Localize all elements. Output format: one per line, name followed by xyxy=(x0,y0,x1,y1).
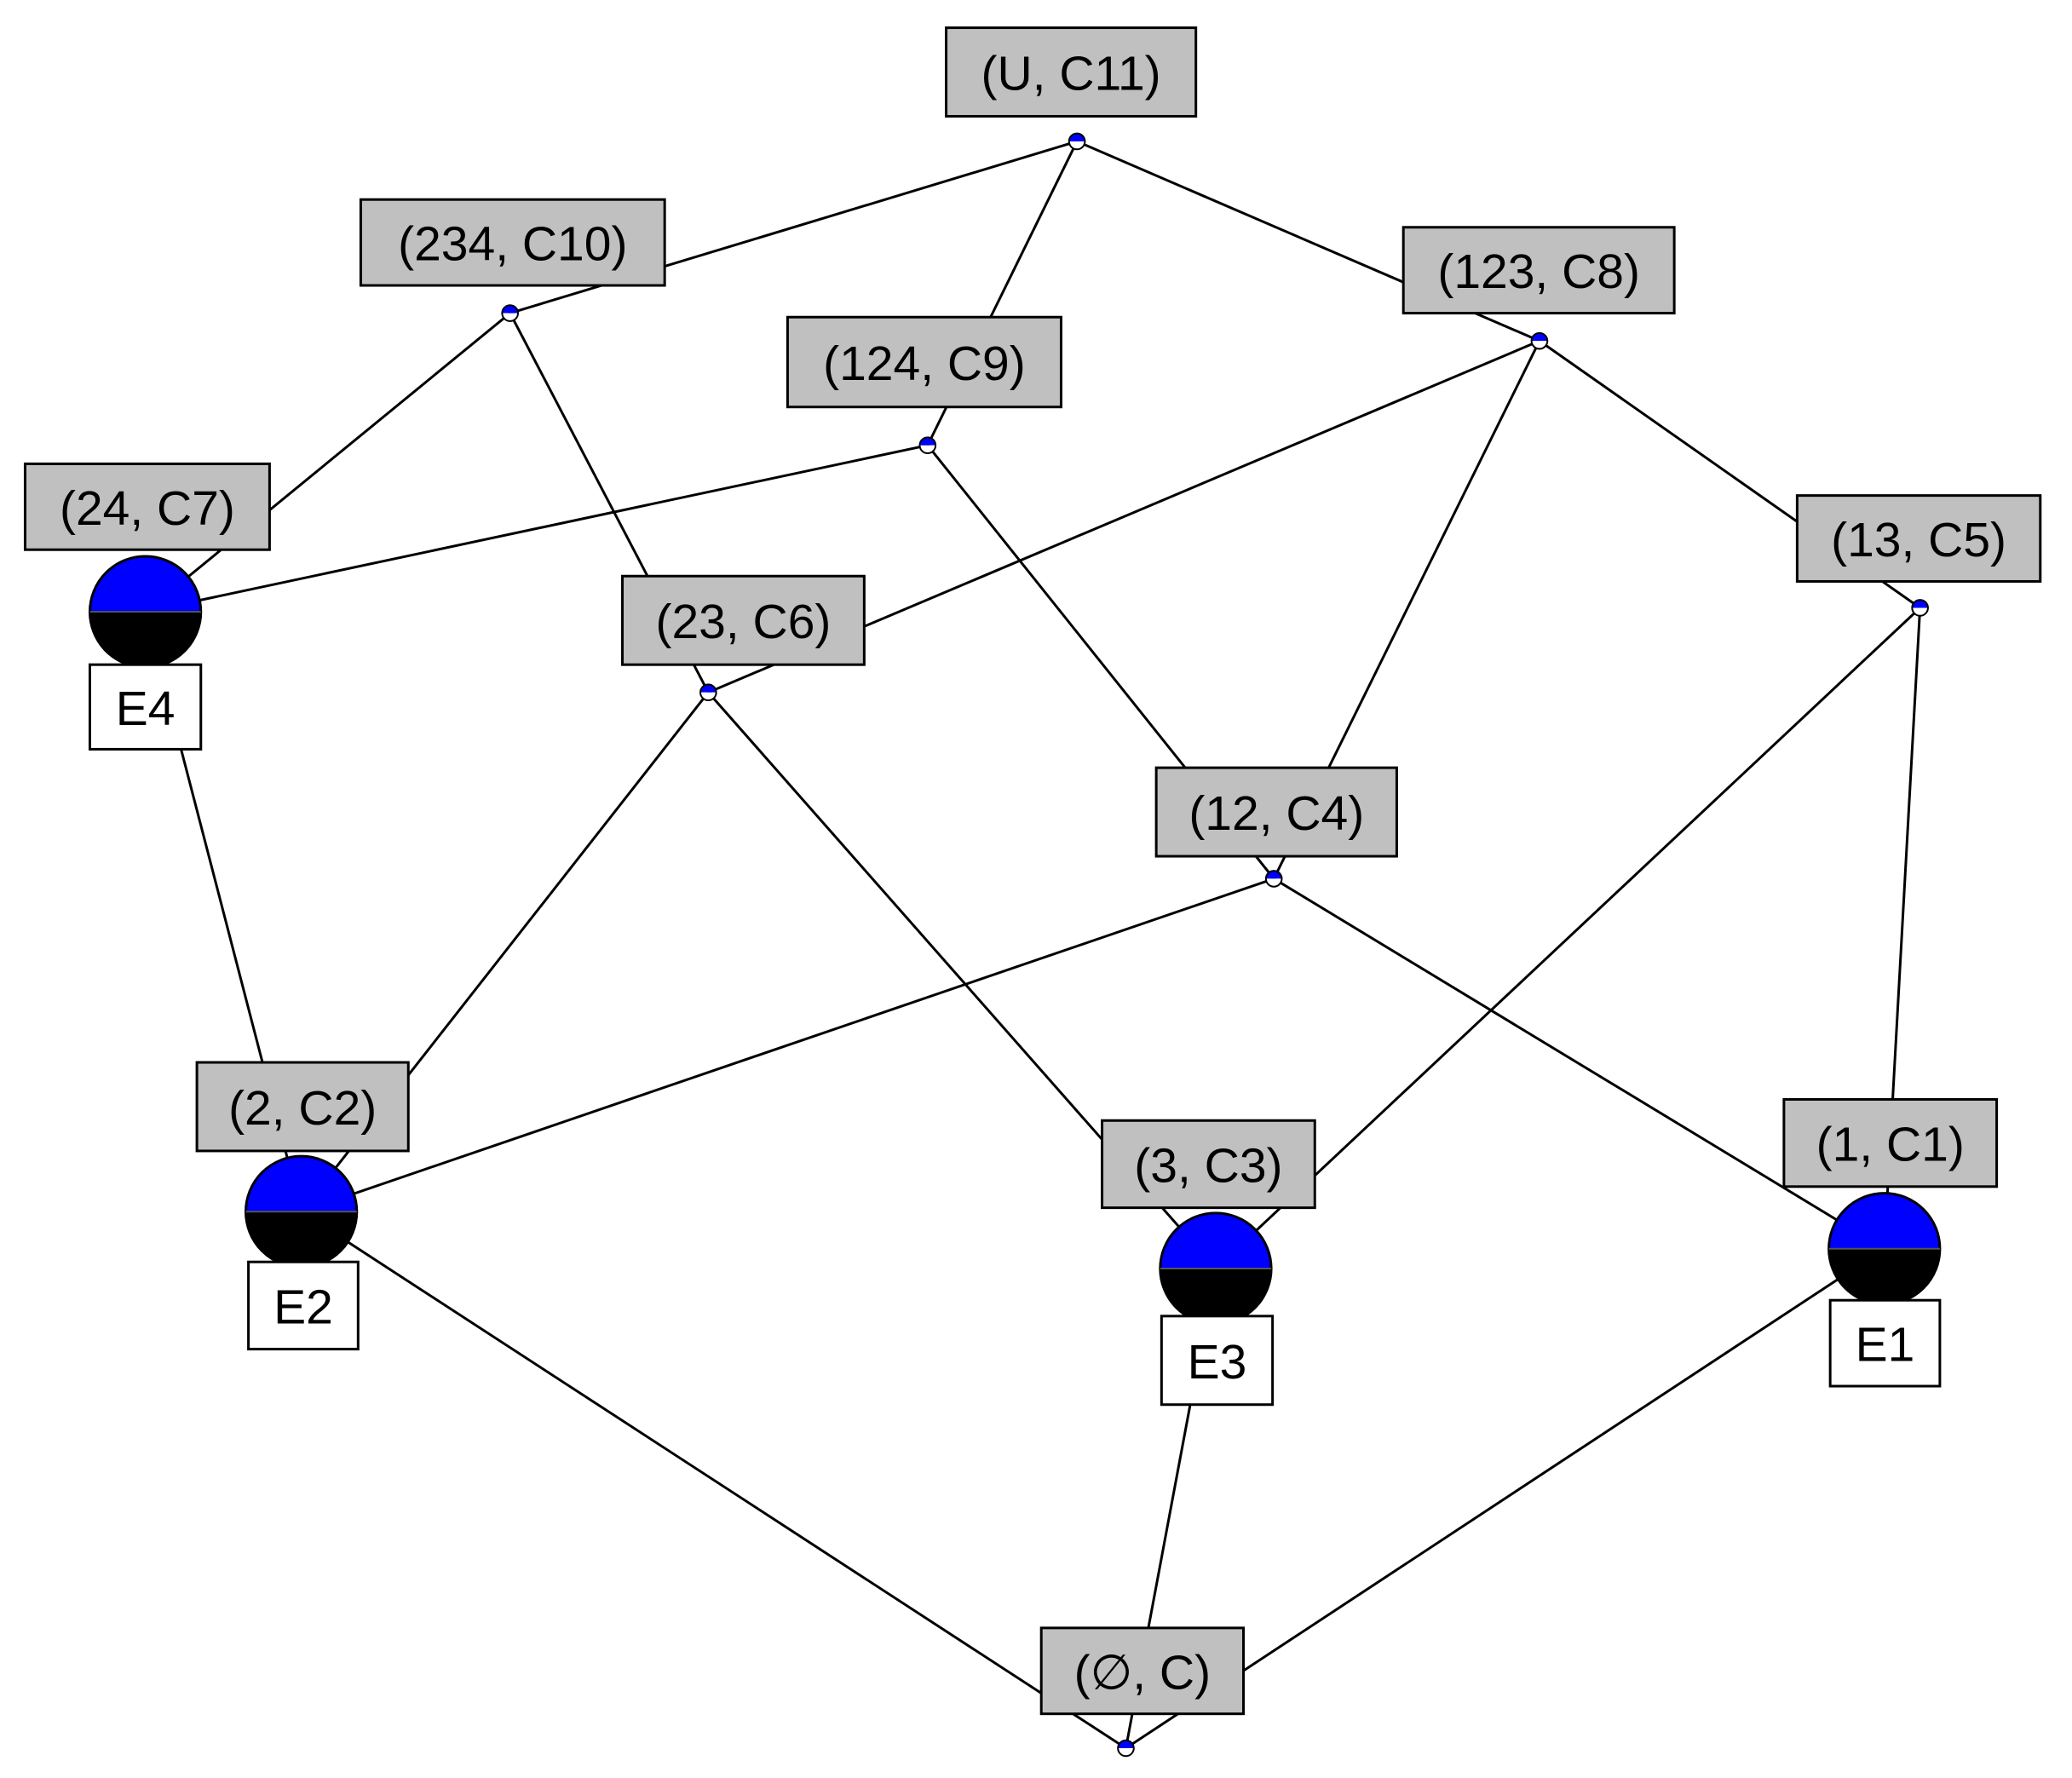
concept-label-text: (U, C11) xyxy=(981,47,1161,101)
node-24-C7[interactable] xyxy=(88,555,203,669)
concept-label-text: (124, C9) xyxy=(823,337,1026,391)
edge-234-C10-to-24-C7 xyxy=(144,312,511,613)
node-U-C11[interactable] xyxy=(1068,132,1086,151)
node-12-C4[interactable] xyxy=(1264,870,1283,888)
edge-1-C1-to-empty-C xyxy=(1125,1247,1885,1750)
concept-label-text: (123, C8) xyxy=(1437,245,1640,299)
node-234-C10[interactable] xyxy=(501,304,519,322)
edge-2-C2-to-empty-C xyxy=(300,1211,1127,1750)
concept-label-text: (2, C2) xyxy=(228,1081,377,1136)
concept-label-text: (12, C4) xyxy=(1189,786,1364,841)
object-label-text: E3 xyxy=(1188,1335,1247,1390)
concept-label-text: (3, C3) xyxy=(1134,1138,1282,1193)
object-label-E4: E4 xyxy=(88,663,203,751)
lattice-nodes xyxy=(88,132,1942,1758)
edge-12-C4-to-2-C2 xyxy=(301,877,1275,1213)
concept-label-U-C11: (U, C11) xyxy=(945,26,1198,118)
concept-label-23-C6: (23, C6) xyxy=(621,574,866,666)
object-label-E2: E2 xyxy=(247,1260,360,1351)
lattice-labels: (U, C11) (234, C10) (123, C8) (124, C9) (24,… xyxy=(23,26,2042,1716)
node-empty-C[interactable] xyxy=(1117,1739,1135,1758)
node-23-C6[interactable] xyxy=(699,683,717,702)
concept-label-1-C1: (1, C1) xyxy=(1782,1097,1999,1188)
concept-label-13-C5: (13, C5) xyxy=(1795,494,2042,583)
concept-label-text: (1, C1) xyxy=(1816,1118,1965,1172)
concept-label-24-C7: (24, C7) xyxy=(23,462,271,551)
concept-label-123-C8: (123, C8) xyxy=(1401,226,1676,315)
concept-label-text: (∅, C) xyxy=(1074,1645,1211,1700)
object-label-text: E1 xyxy=(1856,1318,1915,1372)
node-3-C3[interactable] xyxy=(1159,1211,1273,1326)
concept-label-234-C10: (234, C10) xyxy=(359,198,666,287)
concept-label-124-C9: (124, C9) xyxy=(786,315,1062,409)
edge-12-C4-to-1-C1 xyxy=(1273,877,1885,1250)
object-label-text: E4 xyxy=(116,682,176,736)
object-label-E1: E1 xyxy=(1828,1298,1942,1388)
edge-13-C5-to-3-C3 xyxy=(1214,607,1921,1270)
concept-label-2-C2: (2, C2) xyxy=(195,1061,410,1153)
edge-124-C9-to-24-C7 xyxy=(145,444,929,613)
concept-label-text: (23, C6) xyxy=(655,595,831,649)
concept-label-12-C4: (12, C4) xyxy=(1154,766,1398,858)
node-123-C8[interactable] xyxy=(1530,331,1549,350)
concept-label-text: (13, C5) xyxy=(1831,513,2006,567)
concept-label-3-C3: (3, C3) xyxy=(1101,1119,1316,1210)
concept-label-empty-C: (∅, C) xyxy=(1039,1626,1246,1716)
object-label-E3: E3 xyxy=(1160,1315,1275,1407)
node-2-C2[interactable] xyxy=(244,1154,359,1269)
node-1-C1[interactable] xyxy=(1827,1192,1942,1306)
concept-label-text: (234, C10) xyxy=(398,217,627,272)
node-124-C9[interactable] xyxy=(918,436,937,454)
node-13-C5[interactable] xyxy=(1911,599,1929,617)
concept-label-text: (24, C7) xyxy=(60,481,235,536)
object-label-text: E2 xyxy=(273,1280,333,1334)
